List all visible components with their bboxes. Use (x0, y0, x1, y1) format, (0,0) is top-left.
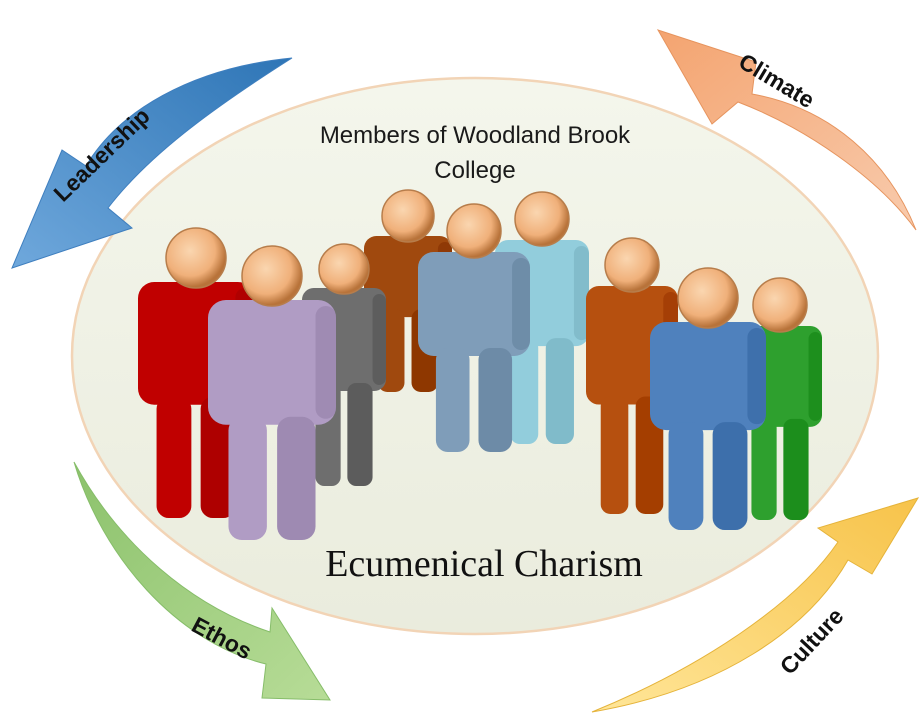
person-leg (347, 382, 373, 486)
person-torso (418, 252, 530, 356)
person-leg (751, 418, 777, 520)
people-group (138, 189, 822, 540)
person-leg (712, 422, 748, 530)
person-figure-blue (650, 267, 766, 530)
person-figure-lavender (208, 245, 336, 540)
person-leg (545, 338, 574, 444)
person-head (752, 277, 808, 333)
person-shade (512, 258, 530, 350)
person-leg (783, 418, 809, 520)
person-figure-steel-blue (418, 203, 530, 452)
person-shade (573, 246, 589, 341)
person-head (381, 189, 435, 243)
person-torso (208, 300, 336, 425)
diagram-title-line1: Members of Woodland Brook (320, 122, 631, 149)
person-leg (156, 396, 192, 518)
person-head (446, 203, 502, 259)
person-leg (478, 348, 513, 452)
person-leg (435, 348, 470, 452)
ecumenical-charism-caption: Ecumenical Charism (325, 543, 643, 585)
person-torso (650, 322, 766, 431)
diagram-title-line2: College (434, 157, 515, 184)
person-shade (747, 328, 766, 425)
person-head (241, 245, 303, 307)
curved-arrow-up-right-icon (591, 497, 920, 713)
person-shade (808, 332, 822, 421)
person-leg (200, 396, 236, 518)
person-head (604, 237, 660, 293)
person-shade (372, 294, 386, 385)
person-head (165, 227, 227, 289)
curved-arrow-right-icon (73, 461, 331, 701)
person-head (514, 191, 570, 247)
curved-arrow-up-icon (656, 29, 917, 231)
person-leg (228, 416, 267, 540)
person-leg (600, 396, 629, 514)
curved-arrow-left-icon (11, 57, 293, 269)
person-shade (315, 306, 336, 419)
person-leg (510, 338, 539, 444)
person-head (677, 267, 739, 329)
person-head (318, 243, 370, 295)
person-leg (668, 422, 704, 530)
person-leg (277, 416, 316, 540)
